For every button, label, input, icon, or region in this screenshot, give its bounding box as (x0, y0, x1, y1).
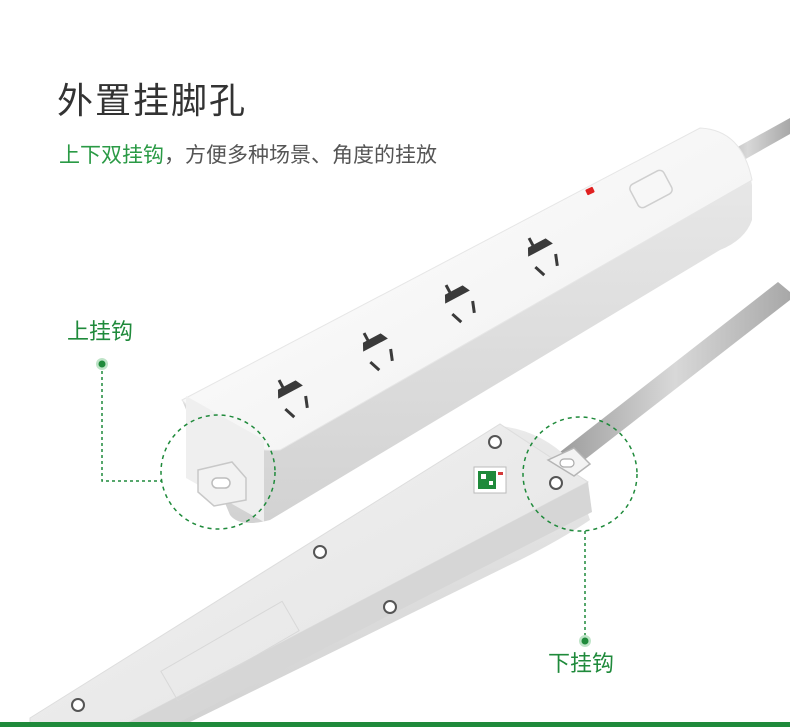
screw-hole (383, 600, 397, 614)
page-title: 外置挂脚孔 (57, 81, 248, 122)
socket-1 (277, 379, 309, 419)
screw-hole (313, 545, 327, 559)
subtitle-text: ，方便多种场景、角度的挂放 (164, 143, 437, 167)
subtitle-highlight: 上下双挂钩 (59, 143, 164, 167)
power-switch (629, 169, 673, 209)
socket-3 (444, 284, 476, 324)
lower-hook-highlight-circle (522, 416, 638, 532)
lower-hook-label: 下挂钩 (548, 652, 615, 677)
upper-power-strip (181, 127, 753, 524)
socket-2 (362, 332, 394, 372)
socket-4 (527, 237, 559, 277)
subtitle: 上下双挂钩，方便多种场景、角度的挂放 (59, 145, 437, 166)
screw-hole (71, 698, 85, 712)
upper-hook-highlight-circle (160, 414, 276, 530)
upper-hook-leader-line (101, 365, 162, 482)
lower-hanging-tab (546, 447, 592, 477)
embossed-panel (160, 600, 300, 702)
qr-code-label (473, 466, 507, 494)
screw-hole (488, 435, 502, 449)
power-indicator-light (585, 186, 595, 196)
upper-hook-label: 上挂钩 (67, 320, 134, 345)
upper-hanging-tab (197, 461, 247, 507)
screw-hole (549, 476, 563, 490)
bottom-accent-bar (0, 722, 790, 727)
lower-power-cord (560, 282, 790, 468)
lower-power-strip (29, 423, 592, 727)
